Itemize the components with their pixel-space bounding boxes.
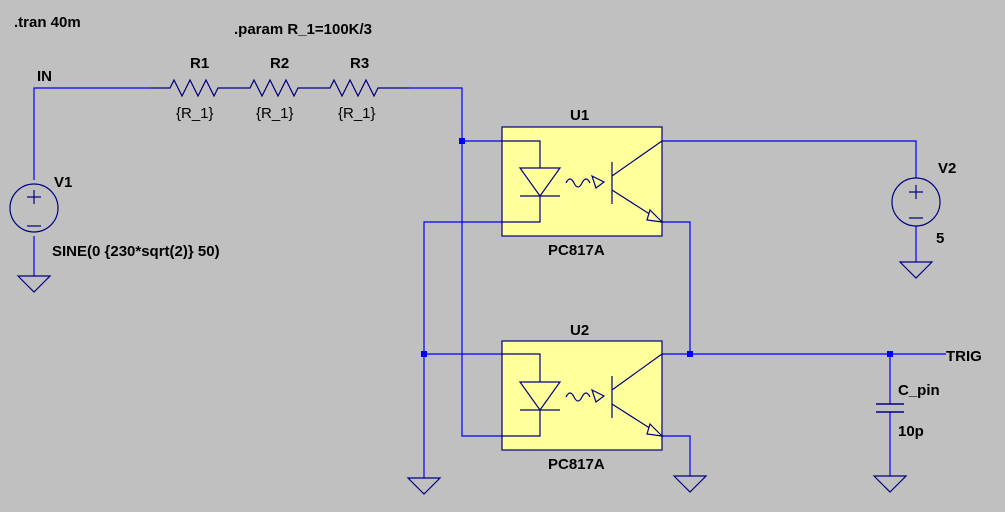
voltage-source-v1[interactable] [9, 183, 59, 233]
voltage-source-v2[interactable] [891, 177, 941, 227]
ground-icon [406, 477, 442, 495]
resistor-r3-name: R3 [350, 55, 369, 72]
wire-r3-to-u1[interactable] [410, 87, 502, 142]
ground-icon [16, 275, 52, 293]
junction-dot [421, 351, 427, 357]
param-directive[interactable]: .param R_1=100K/3 [234, 21, 372, 38]
resistor-r3[interactable] [310, 78, 410, 98]
resistor-r2-value: {R_1} [256, 105, 294, 122]
junctions [421, 138, 893, 357]
wire-in-net[interactable] [33, 87, 150, 180]
tran-directive[interactable]: .tran 40m [14, 14, 81, 31]
u1-model: PC817A [548, 242, 605, 259]
wire-u1-collector-v2[interactable] [662, 140, 917, 178]
source-v2-value: 5 [936, 230, 944, 247]
source-v2-name: V2 [938, 160, 956, 177]
optocoupler-u2[interactable] [501, 340, 664, 451]
source-v1-name: V1 [54, 174, 72, 191]
u1-name: U1 [570, 107, 589, 124]
resistor-r3-value: {R_1} [338, 105, 376, 122]
capacitor-c-pin[interactable] [876, 403, 904, 413]
source-v1-value: SINE(0 {230*sqrt(2)} 50) [52, 243, 220, 260]
ground-icon [872, 475, 908, 493]
ground-symbols [16, 261, 934, 495]
wire-u1-anode-to-u2-cathode[interactable] [461, 141, 502, 437]
resistor-r2[interactable] [230, 78, 310, 98]
u2-model: PC817A [548, 456, 605, 473]
ground-icon [898, 261, 934, 279]
net-label-trig[interactable]: TRIG [946, 348, 982, 365]
optocoupler-u1[interactable] [501, 126, 664, 237]
wire-u1-emitter[interactable] [662, 221, 691, 354]
resistor-r1-value: {R_1} [176, 105, 214, 122]
net-label-in[interactable]: IN [37, 68, 52, 85]
junction-dot [459, 138, 465, 144]
labels: .tran 40m .param R_1=100K/3 IN TRIG R1 {… [14, 14, 982, 473]
junction-dot [887, 351, 893, 357]
capacitor-name: C_pin [898, 382, 940, 399]
wires [33, 87, 946, 478]
junction-dot [687, 351, 693, 357]
wire-u2-emitter[interactable] [662, 435, 691, 476]
resistor-r2-name: R2 [270, 55, 289, 72]
resistor-r1-name: R1 [190, 55, 209, 72]
ground-icon [672, 475, 708, 493]
resistor-r1[interactable] [150, 78, 230, 98]
u2-name: U2 [570, 322, 589, 339]
capacitor-value: 10p [898, 423, 924, 440]
wire-u1-cathode[interactable] [423, 221, 502, 478]
